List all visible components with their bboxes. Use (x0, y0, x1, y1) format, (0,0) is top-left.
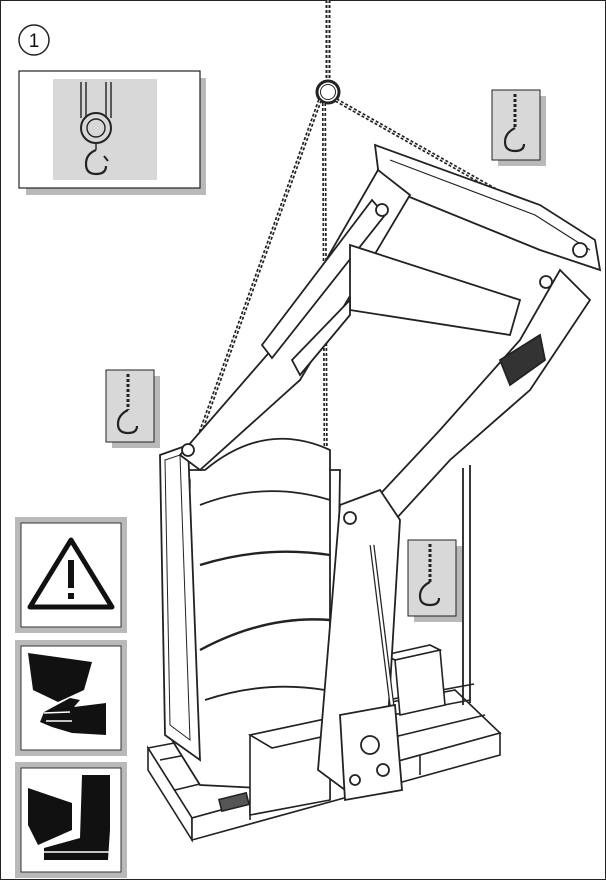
pallet-label-plate (217, 791, 251, 813)
chain-hook-icon-left (105, 369, 160, 448)
loader-frame (178, 143, 602, 802)
chain-hook-icon-top-right (491, 89, 546, 166)
parts-box (247, 644, 446, 816)
step-badge: 1 (18, 24, 50, 56)
master-ring (315, 79, 341, 105)
ring-and-hook-lifting-icon (18, 70, 206, 195)
chain-hook-icon-right-lower (407, 539, 462, 622)
step-number: 1 (29, 31, 40, 52)
foot-crush-hazard-icon (15, 762, 127, 878)
warning-triangle-icon (15, 517, 127, 633)
hand-crush-hazard-icon (15, 640, 127, 756)
loader-bucket (159, 437, 341, 791)
